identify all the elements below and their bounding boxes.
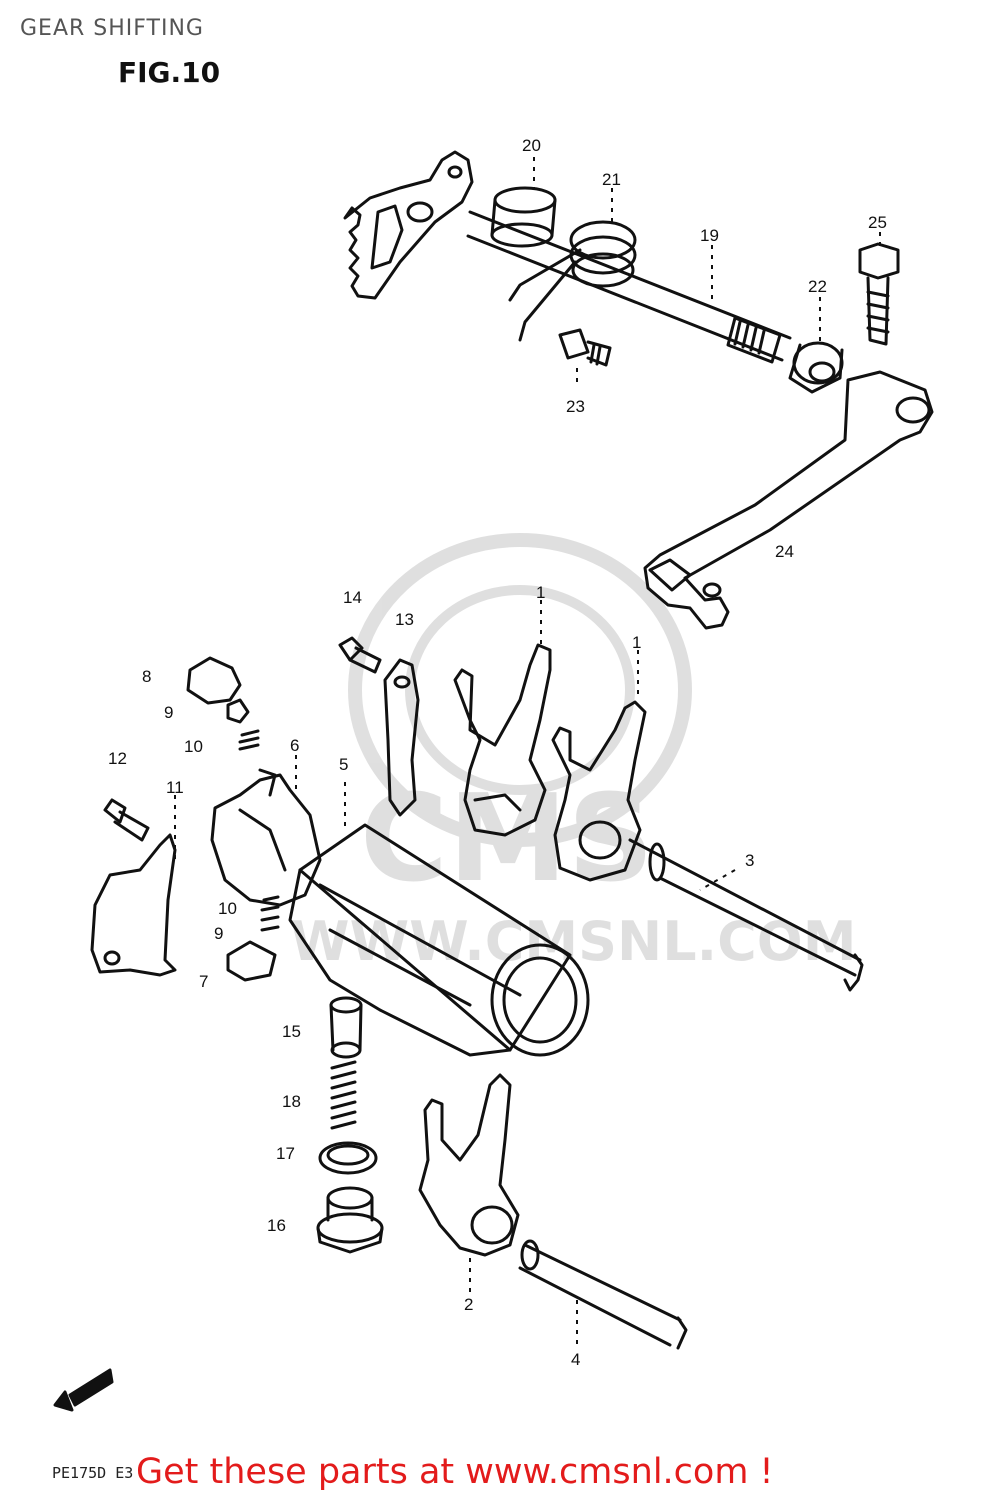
callout-16: 16 <box>267 1216 286 1235</box>
callout-19: 19 <box>700 226 719 245</box>
callout-22: 22 <box>808 277 827 296</box>
callout-4: 4 <box>571 1350 580 1369</box>
callout-2: 2 <box>464 1295 473 1314</box>
front-arrow-icon <box>53 1368 114 1412</box>
part-stopper-bolt <box>558 328 612 367</box>
callout-24: 24 <box>775 542 794 561</box>
part-pin <box>226 698 250 724</box>
part-return-spring <box>508 220 637 342</box>
watermark: CMS WWW.CMSNL.COM <box>290 533 856 973</box>
part-gearshift-pedal <box>643 370 934 630</box>
callout-21: 21 <box>602 170 621 189</box>
callout-1-left: 1 <box>536 583 545 602</box>
callout-18: 18 <box>282 1092 301 1111</box>
part-plug-bolt <box>316 1186 384 1254</box>
page-title: GEAR SHIFTING <box>20 16 204 41</box>
callout-5: 5 <box>339 755 348 774</box>
leader-lines <box>174 157 881 1345</box>
callout-15: 15 <box>282 1022 301 1041</box>
callout-12: 12 <box>108 749 127 768</box>
part-screw <box>338 636 382 674</box>
part-collar <box>490 186 557 248</box>
part-stopper-7 <box>226 940 277 982</box>
part-lever-bolt <box>858 242 900 346</box>
part-shift-fork-1b <box>551 700 647 882</box>
part-fork-shaft-2 <box>518 1239 688 1350</box>
promo-link[interactable]: Get these parts at www.cmsnl.com ! <box>136 1452 774 1492</box>
part-stopper-cap <box>186 656 242 705</box>
part-shift-cam <box>210 768 322 907</box>
callout-9-lower: 9 <box>214 924 223 943</box>
callout-1-right: 1 <box>632 633 641 652</box>
part-lower-spring <box>260 895 280 932</box>
callout-14: 14 <box>343 588 362 607</box>
watermark-site: WWW.CMSNL.COM <box>290 910 856 973</box>
part-small-spring <box>238 729 260 751</box>
callout-6: 6 <box>290 736 299 755</box>
callout-10-lower: 10 <box>218 899 237 918</box>
part-shift-shaft <box>466 210 792 364</box>
callout-10-upper: 10 <box>184 737 203 756</box>
callout-7: 7 <box>199 972 208 991</box>
callout-25: 25 <box>868 213 887 232</box>
part-stopper-plate <box>383 658 420 817</box>
part-bolt <box>103 798 150 842</box>
callout-3: 3 <box>745 851 754 870</box>
callout-20: 20 <box>522 136 541 155</box>
callout-labels: 20 21 19 25 22 23 24 14 13 1 1 8 9 10 6 … <box>108 136 887 1369</box>
part-neutral-spring <box>330 1060 357 1130</box>
callout-13: 13 <box>395 610 414 629</box>
part-shift-drum <box>288 823 590 1057</box>
part-gasket <box>318 1141 378 1175</box>
callout-17: 17 <box>276 1144 295 1163</box>
part-shift-fork-2 <box>418 1073 520 1257</box>
part-shift-lever-arm <box>343 150 474 300</box>
callout-23: 23 <box>566 397 585 416</box>
figure-label: FIG.10 <box>118 56 221 89</box>
callout-8: 8 <box>142 667 151 686</box>
callout-9-upper: 9 <box>164 703 173 722</box>
watermark-brand: CMS <box>360 770 654 909</box>
callout-11: 11 <box>166 778 184 797</box>
part-fork-shaft <box>628 838 864 992</box>
part-plunger <box>329 996 363 1059</box>
part-shift-fork-1 <box>453 643 552 837</box>
part-oil-seal <box>788 341 844 394</box>
model-code: PE175D E3 <box>52 1464 134 1482</box>
part-cam-guide-plate <box>90 833 177 977</box>
